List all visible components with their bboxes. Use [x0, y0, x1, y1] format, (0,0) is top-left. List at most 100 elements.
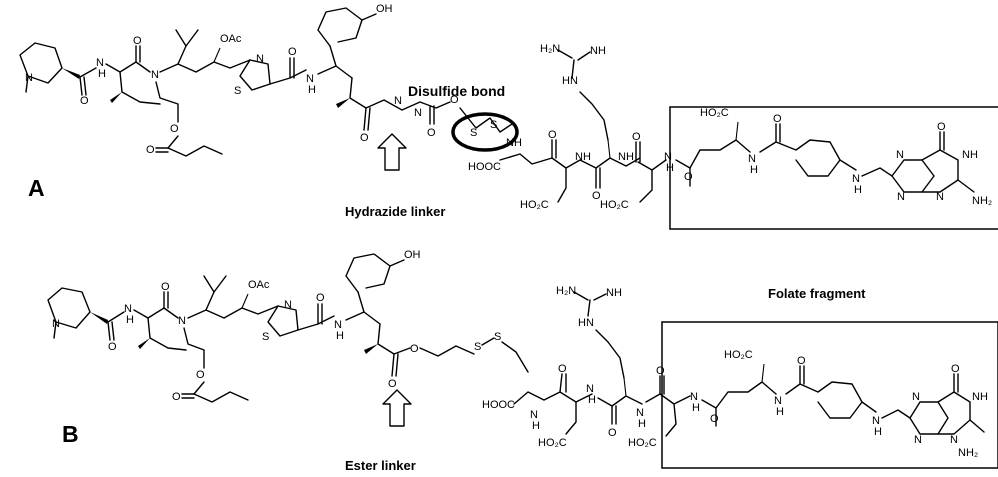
atom-h2n-b: H₂N	[556, 285, 576, 297]
atom-ho2c-2a: HO₂C	[600, 199, 629, 211]
atom-n-5b: N	[586, 383, 594, 395]
atom-h-5b: H	[588, 394, 596, 406]
atom-n-pter-1a: N	[896, 149, 904, 161]
atom-n-9b: N	[872, 415, 880, 427]
atom-nh-imine-b: NH	[606, 287, 622, 299]
folate-box-a	[669, 106, 998, 230]
atom-n-pter-2a: N	[897, 191, 905, 203]
atom-n-pter-3b: N	[950, 434, 958, 446]
atom-n-2b: N	[178, 315, 186, 327]
atom-h-9b: H	[874, 426, 882, 438]
atom-ho2c-2b: HO₂C	[628, 437, 657, 449]
atom-o-12a: O	[684, 171, 693, 183]
atom-o-3a: O	[170, 123, 179, 135]
atom-o-1a: O	[80, 95, 89, 107]
atom-hooc-a: HOOC	[468, 161, 501, 173]
arrow-up-icon-b	[382, 389, 412, 427]
linker-label-a: Hydrazide linker	[345, 204, 445, 219]
atom-n-piperidine-b: N	[52, 318, 60, 330]
atom-h-6b: H	[638, 418, 646, 430]
atom-h2n-a: H₂N	[540, 43, 560, 55]
atom-nh2-b: NH₂	[958, 447, 978, 459]
atom-hn-a: HN	[562, 75, 578, 87]
atom-h-7b: H	[692, 402, 700, 414]
atom-n-8b: N	[774, 395, 782, 407]
atom-n-3a: N	[306, 73, 314, 85]
atom-s-thiazole-b: S	[262, 331, 269, 343]
atom-s-2b: S	[494, 331, 501, 343]
atom-s-2a: S	[490, 119, 497, 131]
atom-n-7b: N	[690, 391, 698, 403]
atom-h-6a: H	[854, 184, 862, 196]
atom-h-1b: H	[126, 314, 134, 326]
atom-o-3b: O	[196, 369, 205, 381]
atom-o-11a: O	[632, 131, 641, 143]
atom-n-5a: N	[748, 153, 756, 165]
bond-label-a: Disulfide bond	[408, 83, 505, 99]
atom-o-12b: O	[797, 355, 806, 367]
atom-o-10a: O	[592, 190, 601, 202]
atom-o-6b: O	[388, 378, 397, 390]
atom-o-7b: O	[410, 343, 419, 355]
atom-ho2c-3b: HO₂C	[724, 349, 753, 361]
atom-o-9b: O	[608, 427, 617, 439]
atom-nh-imine-a: NH	[590, 45, 606, 57]
atom-n-6b: N	[636, 407, 644, 419]
atom-o-5a: O	[288, 46, 297, 58]
folate-fragment-label: Folate fragment	[768, 286, 866, 301]
atom-h-5a: H	[750, 164, 758, 176]
atom-h-8b: H	[776, 406, 784, 418]
atom-h-3b: H	[336, 330, 344, 342]
atom-nh-2a: NH	[575, 151, 591, 163]
panel-letter-b: B	[62, 421, 79, 447]
atom-o-10b: O	[656, 365, 665, 377]
atom-n-hydrazide-1a: N	[394, 95, 402, 107]
atom-o-pter-a: O	[937, 121, 946, 133]
atom-n-4b: N	[530, 409, 538, 421]
atom-o-4b: O	[172, 391, 181, 403]
atom-n-thiazole-a: N	[256, 53, 264, 65]
atom-s-thiazole-a: S	[234, 85, 241, 97]
atom-n-3b: N	[334, 319, 342, 331]
atom-hooc-b: HOOC	[482, 399, 515, 411]
atom-h-3a: H	[308, 84, 316, 96]
atom-oh-b: OH	[404, 249, 421, 261]
atom-o-1b: O	[108, 341, 117, 353]
atom-n-pter-2b: N	[914, 434, 922, 446]
atom-o-7a: O	[427, 127, 436, 139]
panel-letter-a: A	[28, 175, 45, 201]
atom-n-6a: N	[852, 173, 860, 185]
atom-s-1a: S	[470, 127, 477, 139]
atom-n-1a: N	[96, 57, 104, 69]
atom-o-2b: O	[161, 281, 170, 293]
atom-ho2c-1b: HO₂C	[538, 437, 567, 449]
atom-n-2a: N	[151, 69, 159, 81]
atom-nh2-a: NH₂	[972, 195, 992, 207]
atom-hn-b: HN	[578, 317, 594, 329]
atom-h-1a: H	[98, 68, 106, 80]
atom-n-4a: N	[664, 151, 672, 163]
atom-oac-a: OAc	[220, 33, 242, 45]
atom-o-8a: O	[450, 94, 459, 106]
atom-o-5b: O	[316, 292, 325, 304]
atom-oh-a: OH	[376, 3, 393, 15]
atom-o-11b: O	[710, 413, 719, 425]
linker-label-b: Ester linker	[345, 458, 416, 473]
atom-o-8b: O	[558, 363, 567, 375]
atom-oac-b: OAc	[248, 279, 270, 291]
atom-n-1b: N	[124, 303, 132, 315]
disulfide-ellipse	[451, 112, 519, 152]
atom-h-4b: H	[532, 420, 540, 432]
atom-o-6a: O	[360, 132, 369, 144]
panel-a: N O N H O N O O OAc S N O N	[19, 3, 998, 230]
atom-o-9a: O	[548, 129, 557, 141]
atom-n-piperidine-a: N	[25, 72, 33, 84]
atom-n-pter-1b: N	[912, 391, 920, 403]
arrow-up-icon-a	[377, 133, 407, 171]
panel-b: N O N H O N O O OAc S N O N H	[47, 249, 998, 473]
atom-nh-1a: NH	[506, 137, 522, 149]
atom-n-pter-3a: N	[936, 191, 944, 203]
atom-nh-3a: NH	[618, 151, 634, 163]
atom-ho2c-3a: HO₂C	[700, 107, 729, 119]
